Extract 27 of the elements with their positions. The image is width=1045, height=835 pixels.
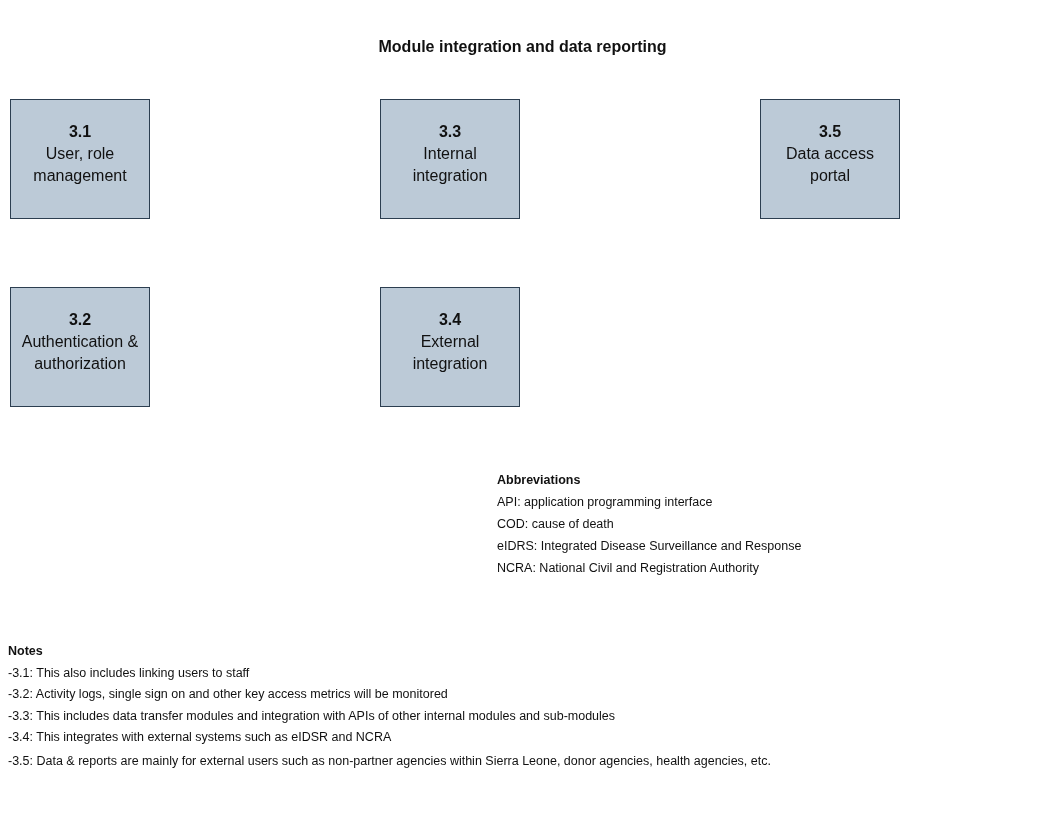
module-box bbox=[760, 99, 900, 219]
module-box bbox=[10, 287, 150, 407]
module-name: Data access portal bbox=[784, 144, 875, 186]
module-box bbox=[380, 99, 520, 219]
note-text: -3.5: Data & reports are mainly for external users such as non-partner agencies within Sierra Leone, donor agencies, health agencies, etc. bbox=[8, 752, 772, 770]
note-text: -3.1: This also includes linking users to staff bbox=[8, 664, 250, 681]
note-text: -3.4: This integrates with external systems such as eIDSR and NCRA bbox=[8, 729, 392, 745]
module-name: Authentication & authorization bbox=[20, 332, 140, 374]
module-number: 3.1 bbox=[68, 122, 92, 142]
module-name: User, role management bbox=[32, 144, 128, 186]
module-number: 3.5 bbox=[818, 122, 842, 142]
abbreviation-entry: eIDRS: Integrated Disease Surveillance and Response bbox=[497, 538, 802, 554]
section-heading: Abbreviations bbox=[497, 472, 581, 488]
module-number: 3.3 bbox=[438, 122, 462, 142]
abbreviation-entry: API: application programming interface bbox=[497, 494, 713, 510]
note-text: -3.2: Activity logs, single sign on and other key access metrics will be monitored bbox=[8, 686, 448, 702]
note-text: -3.3: This includes data transfer modules and integration with APIs of other internal modules and sub-modules bbox=[8, 707, 616, 724]
module-name: External integration bbox=[411, 332, 489, 374]
diagram-title: Module integration and data reporting bbox=[378, 38, 667, 56]
module-name: Internal integration bbox=[411, 144, 489, 186]
abbreviation-entry: COD: cause of death bbox=[497, 516, 614, 532]
module-number: 3.4 bbox=[438, 310, 462, 330]
module-number: 3.2 bbox=[68, 310, 92, 330]
module-box bbox=[380, 287, 520, 407]
abbreviation-entry: NCRA: National Civil and Registration Authority bbox=[497, 560, 759, 576]
section-heading: Notes bbox=[8, 643, 43, 659]
module-box bbox=[10, 99, 150, 219]
